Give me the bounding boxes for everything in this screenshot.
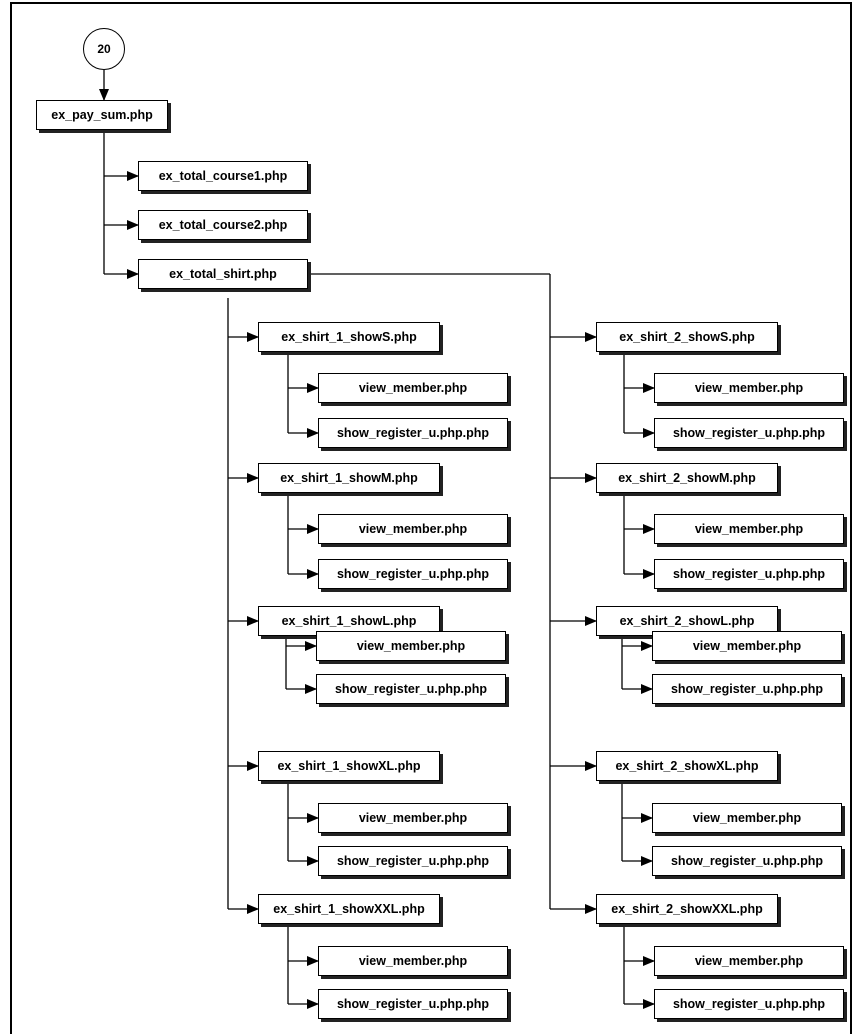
node-show-register: show_register_u.php.php (652, 674, 842, 704)
node-view-member: view_member.php (652, 631, 842, 661)
node-view-member: view_member.php (652, 803, 842, 833)
node-show-register: show_register_u.php.php (652, 846, 842, 876)
node-view-member: view_member.php (318, 803, 508, 833)
node-ex-shirt-2-show-xl: ex_shirt_2_showXL.php (596, 751, 778, 781)
node-ex-shirt-1-show-xxl: ex_shirt_1_showXXL.php (258, 894, 440, 924)
node-ex-total-course1: ex_total_course1.php (138, 161, 308, 191)
node-view-member: view_member.php (316, 631, 506, 661)
node-ex-shirt-1-show-xl: ex_shirt_1_showXL.php (258, 751, 440, 781)
node-ex-shirt-2-show-xxl: ex_shirt_2_showXXL.php (596, 894, 778, 924)
node-show-register: show_register_u.php.php (654, 418, 844, 448)
node-view-member: view_member.php (318, 946, 508, 976)
node-ex-total-shirt: ex_total_shirt.php (138, 259, 308, 289)
node-view-member: view_member.php (654, 373, 844, 403)
node-show-register: show_register_u.php.php (654, 989, 844, 1019)
node-ex-shirt-2-show-s: ex_shirt_2_showS.php (596, 322, 778, 352)
node-show-register: show_register_u.php.php (318, 989, 508, 1019)
node-view-member: view_member.php (318, 373, 508, 403)
node-ex-shirt-1-show-m: ex_shirt_1_showM.php (258, 463, 440, 493)
node-view-member: view_member.php (654, 514, 844, 544)
node-ex-shirt-1-show-s: ex_shirt_1_showS.php (258, 322, 440, 352)
node-show-register: show_register_u.php.php (318, 846, 508, 876)
node-show-register: show_register_u.php.php (318, 418, 508, 448)
off-page-connector: 20 (83, 28, 125, 70)
node-show-register: show_register_u.php.php (318, 559, 508, 589)
node-ex-total-course2: ex_total_course2.php (138, 210, 308, 240)
node-ex-shirt-2-show-m: ex_shirt_2_showM.php (596, 463, 778, 493)
node-show-register: show_register_u.php.php (316, 674, 506, 704)
node-view-member: view_member.php (654, 946, 844, 976)
node-view-member: view_member.php (318, 514, 508, 544)
node-show-register: show_register_u.php.php (654, 559, 844, 589)
node-ex-pay-sum: ex_pay_sum.php (36, 100, 168, 130)
